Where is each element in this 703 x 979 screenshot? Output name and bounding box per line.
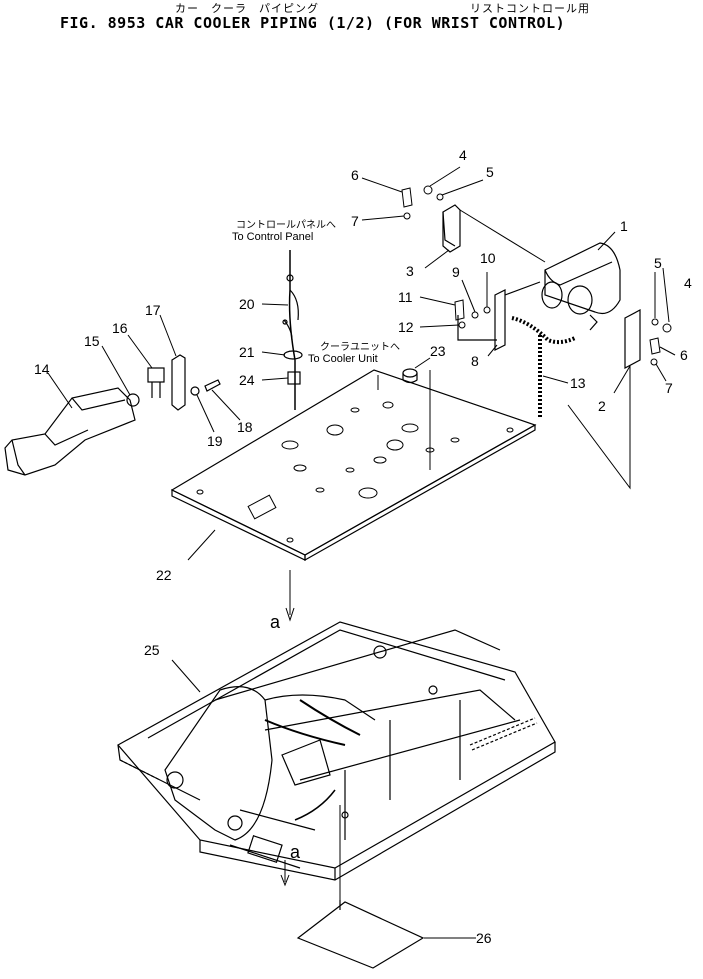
washer-10: [483, 306, 491, 314]
cooler-unit: [459, 209, 621, 331]
bracket-3: [442, 204, 461, 253]
note-control-panel-en: To Control Panel: [232, 231, 313, 243]
main-frame: [117, 621, 556, 881]
leader-lines: [47, 166, 676, 939]
callout-4: 4: [459, 147, 467, 163]
callout-5-right: 5: [654, 255, 662, 271]
washer-9: [471, 311, 479, 319]
drain-hose-13: [511, 316, 576, 418]
floor-plate: [170, 369, 537, 562]
callout-14: 14: [34, 361, 50, 377]
switch-16: [147, 367, 165, 398]
callout-16: 16: [112, 320, 128, 336]
bracket-8: [457, 281, 541, 351]
callout-11: 11: [398, 289, 413, 305]
callout-9: 9: [452, 264, 460, 280]
callout-20: 20: [239, 296, 255, 312]
callout-7: 7: [351, 213, 359, 229]
grommet-23: [402, 368, 418, 378]
under-cover-26: [296, 900, 425, 969]
callout-1: 1: [620, 218, 628, 234]
nut-4: [423, 185, 433, 195]
note-cooler-unit-en: To Cooler Unit: [308, 353, 378, 365]
washer-12: [458, 321, 466, 329]
callout-10: 10: [480, 250, 496, 266]
callout-17: 17: [145, 302, 161, 318]
wire-harness-20: [282, 250, 303, 410]
callout-13: 13: [570, 375, 586, 391]
note-control-panel-jp: コントロールパネルへ: [236, 219, 336, 231]
washer-19: [190, 386, 200, 396]
callout-25: 25: [144, 642, 160, 658]
callout-24: 24: [239, 372, 255, 388]
callout-7-right: 7: [665, 380, 673, 396]
figure-title: FIG. 8953 CAR COOLER PIPING (1/2) (FOR W…: [60, 14, 566, 32]
callout-23: 23: [430, 343, 446, 359]
callout-8: 8: [471, 353, 479, 369]
nut-15: [126, 393, 140, 407]
callout-26: 26: [476, 930, 492, 946]
callout-2: 2: [598, 398, 606, 414]
note-cooler-unit-jp: クーラユニットへ: [320, 341, 400, 353]
bracket-17: [171, 354, 186, 411]
bracket-2: [567, 309, 641, 490]
reference-a-bottom: a: [290, 842, 301, 862]
callout-22: 22: [156, 567, 172, 583]
callout-4-right: 4: [684, 275, 692, 291]
washer-5: [436, 193, 444, 201]
callout-19: 19: [207, 433, 223, 449]
callout-18: 18: [237, 419, 253, 435]
callout-12: 12: [398, 319, 414, 335]
callout-6-right: 6: [680, 347, 688, 363]
callout-15: 15: [84, 333, 100, 349]
bolt-6: [401, 187, 413, 208]
callout-21: 21: [239, 344, 255, 360]
callout-3: 3: [406, 263, 414, 279]
japanese-subtitle-right: リストコントロール用: [470, 2, 590, 15]
reference-a-top: a: [270, 612, 281, 632]
bolt-18: [204, 379, 221, 392]
panel-cover-14: [4, 387, 136, 476]
callout-5: 5: [486, 164, 494, 180]
bolt-11: [454, 299, 465, 321]
japanese-subtitle-left: カー クーラ パイピング: [175, 2, 319, 15]
washer-7: [403, 212, 411, 220]
callout-6: 6: [351, 167, 359, 183]
